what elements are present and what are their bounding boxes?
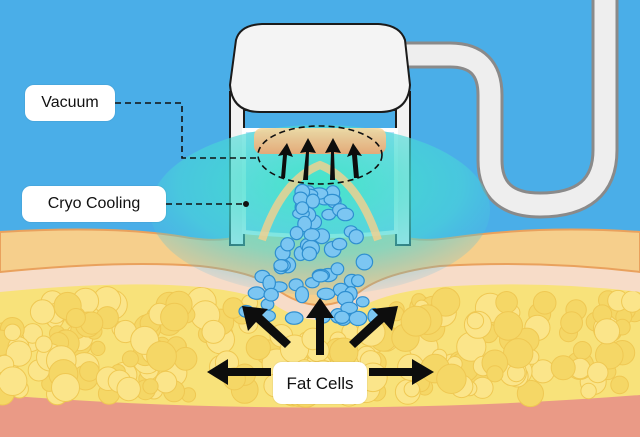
fat-cell [560, 311, 583, 335]
fat-cell [154, 370, 178, 394]
skin-fold [258, 160, 382, 242]
ice-crystal-icon [355, 296, 370, 308]
ice-crystal-icon [316, 287, 336, 301]
arrow-up-left-icon [242, 306, 291, 348]
fat-cell [550, 355, 576, 381]
ice-crystal-icon [247, 286, 266, 300]
fat-cell [116, 376, 141, 402]
ice-crystal-group [238, 183, 381, 327]
ice-crystal-icon [330, 262, 345, 276]
ice-crystal-icon [323, 193, 341, 206]
fat-cell [466, 312, 485, 330]
fat-cell [121, 350, 139, 368]
fat-cell [495, 291, 518, 314]
fat-cell [201, 319, 226, 344]
cryo-leader-dot [243, 201, 249, 207]
fat-cell [516, 379, 545, 408]
fat-cell [142, 378, 159, 395]
fat-cell [436, 363, 467, 394]
vacuum-ellipse [257, 125, 383, 185]
arrow-left-icon [207, 359, 271, 385]
device-head-plate [254, 128, 386, 154]
ice-crystal-icon [273, 259, 289, 272]
fat-cell [580, 382, 597, 400]
ice-crystal-icon [351, 274, 365, 288]
cooling-zone [150, 125, 490, 295]
fat-cell [0, 366, 28, 396]
arrow-up-right-icon [349, 306, 398, 348]
fat-cell [532, 291, 557, 315]
arrow-right-icon [369, 359, 434, 385]
fat-cell [400, 305, 432, 337]
fat-cell [610, 375, 629, 395]
ice-crystal-icon [294, 286, 310, 304]
ice-crystal-icon [311, 269, 329, 283]
fat-cell [486, 365, 504, 383]
ice-crystal-icon [284, 311, 304, 325]
fat-cell [146, 340, 177, 372]
arrow-up-icon [306, 298, 334, 355]
vacuum-leader-line [115, 102, 258, 159]
ice-crystal-icon [348, 228, 364, 245]
ice-crystal-icon [295, 201, 310, 216]
fat-cell [572, 341, 592, 360]
ice-crystal-icon [334, 310, 351, 324]
ice-crystal-icon [305, 193, 320, 209]
ice-crystal-icon [301, 246, 318, 262]
arrow-up-icon [300, 138, 316, 180]
fat-cell [90, 340, 106, 356]
fat-cell [431, 287, 461, 317]
ice-crystal-icon [280, 237, 296, 252]
fat-cell [593, 318, 621, 345]
ice-crystal-icon [289, 226, 304, 241]
ice-crystal-icon [355, 253, 374, 271]
ice-crystal-icon [263, 287, 279, 302]
ice-crystal-icon [340, 301, 359, 315]
device-tube-inner [384, 0, 616, 216]
fat-cell [173, 346, 198, 371]
ice-crystal-icon [331, 237, 348, 251]
fat-cell [51, 373, 80, 402]
fat-cells-label: Fat Cells [273, 362, 367, 404]
fat-cell [29, 299, 56, 325]
cryo-cooling-label: Cryo Cooling [22, 186, 166, 222]
fat-cell [621, 290, 640, 313]
fat-cell [65, 308, 86, 328]
dermis-layer [0, 259, 640, 320]
fat-cell [3, 323, 22, 341]
vacuum-label: Vacuum [25, 85, 115, 121]
fat-cell [493, 311, 524, 341]
fat-cell [160, 302, 189, 332]
fat-cell [403, 381, 420, 398]
arrow-up-icon [325, 138, 341, 180]
fat-cell [35, 335, 53, 353]
arrow-up-icon [278, 143, 293, 178]
ice-crystal-icon [336, 207, 355, 222]
fat-arrows [207, 298, 434, 385]
ice-crystal-icon [303, 228, 321, 242]
fat-cell [587, 361, 609, 384]
vacuum-arrows [278, 138, 362, 180]
fat-cell [245, 335, 271, 361]
arrow-up-icon [347, 143, 362, 178]
device-head [228, 23, 412, 113]
